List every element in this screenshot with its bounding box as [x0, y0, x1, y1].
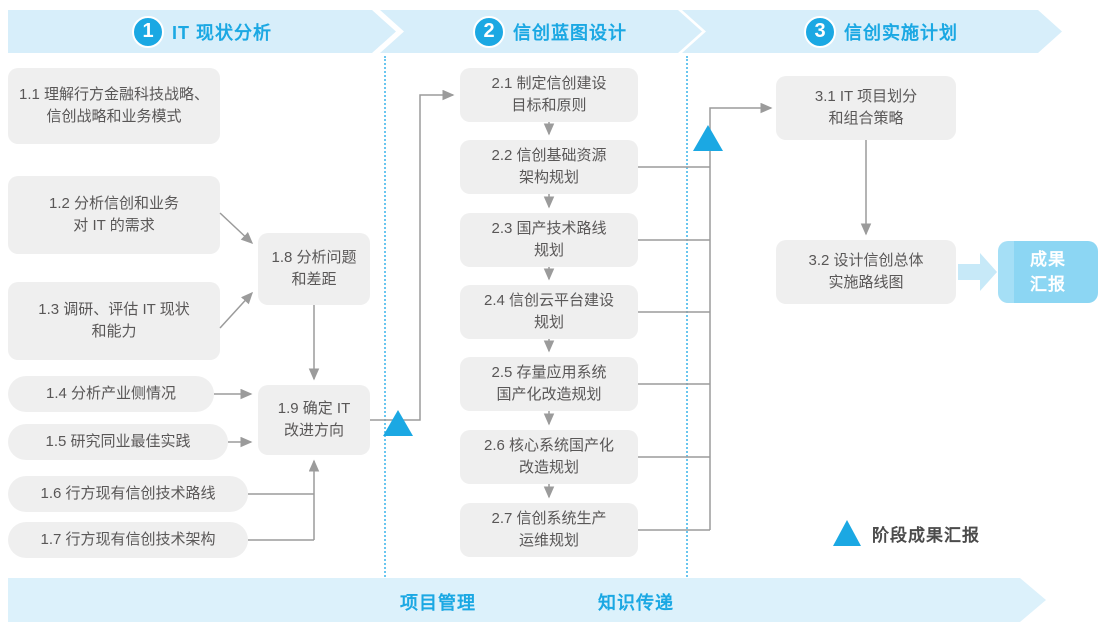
phase-banner-3: 3 信创实施计划	[682, 10, 1062, 53]
connector-1-3-to-1-8	[219, 291, 254, 329]
footer-label-project-management: 项目管理	[400, 593, 476, 613]
step-box-2-1: 2.1 制定信创建设 目标和原则	[460, 68, 638, 122]
step-box-1-5: 1.5 研究同业最佳实践	[8, 424, 228, 460]
step-box-2-3: 2.3 国产技术路线 规划	[460, 213, 638, 267]
phase-divider-1-2	[384, 56, 386, 580]
step-box-2-2: 2.2 信创基础资源 架构规划	[460, 140, 638, 194]
phase-3-title: 信创实施计划	[844, 22, 958, 43]
phase-banner-2: 2 信创蓝图设计	[380, 10, 702, 53]
phase-banner-1: 1 IT 现状分析	[8, 10, 396, 53]
connector-collector-to-3-1	[709, 102, 773, 530]
milestone-triangle-phase2-icon	[693, 125, 723, 151]
step-box-1-1: 1.1 理解行方金融科技战略、 信创战略和业务模式	[8, 68, 220, 144]
phase-1-title: IT 现状分析	[172, 22, 272, 43]
deliverable-box: 成果 汇报	[998, 241, 1098, 303]
phase-2-number-badge: 2	[473, 16, 505, 48]
fat-arrow-icon	[958, 253, 997, 291]
step-box-3-1: 3.1 IT 项目划分 和组合策略	[776, 76, 956, 140]
connector-1-2-to-1-8	[219, 212, 254, 245]
step-box-1-9: 1.9 确定 IT 改进方向	[258, 385, 370, 455]
phase-divider-2-3	[686, 56, 688, 580]
step-box-1-7: 1.7 行方现有信创技术架构	[8, 522, 248, 558]
step-box-2-5: 2.5 存量应用系统 国产化改造规划	[460, 357, 638, 411]
footer-label-knowledge-transfer: 知识传递	[598, 593, 674, 613]
milestone-triangle-phase1-icon	[383, 410, 413, 436]
legend-label: 阶段成果汇报	[872, 526, 980, 545]
phase-2-title: 信创蓝图设计	[513, 22, 627, 43]
step-box-2-7: 2.7 信创系统生产 运维规划	[460, 503, 638, 557]
phase-1-number-badge: 1	[132, 16, 164, 48]
step-box-2-4: 2.4 信创云平台建设 规划	[460, 285, 638, 339]
step-box-1-8: 1.8 分析问题 和差距	[258, 233, 370, 305]
phase-3-number-badge: 3	[804, 16, 836, 48]
legend-triangle-icon	[833, 520, 861, 546]
step-box-1-4: 1.4 分析产业侧情况	[8, 376, 214, 412]
connector-1-9-to-2-1	[370, 89, 455, 421]
step-box-1-2: 1.2 分析信创和业务 对 IT 的需求	[8, 176, 220, 254]
step-box-1-3: 1.3 调研、评估 IT 现状 和能力	[8, 282, 220, 360]
step-box-1-6: 1.6 行方现有信创技术路线	[8, 476, 248, 512]
step-box-2-6: 2.6 核心系统国产化 改造规划	[460, 430, 638, 484]
footer-banner: 项目管理 知识传递	[8, 578, 1046, 622]
step-box-3-2: 3.2 设计信创总体 实施路线图	[776, 240, 956, 304]
